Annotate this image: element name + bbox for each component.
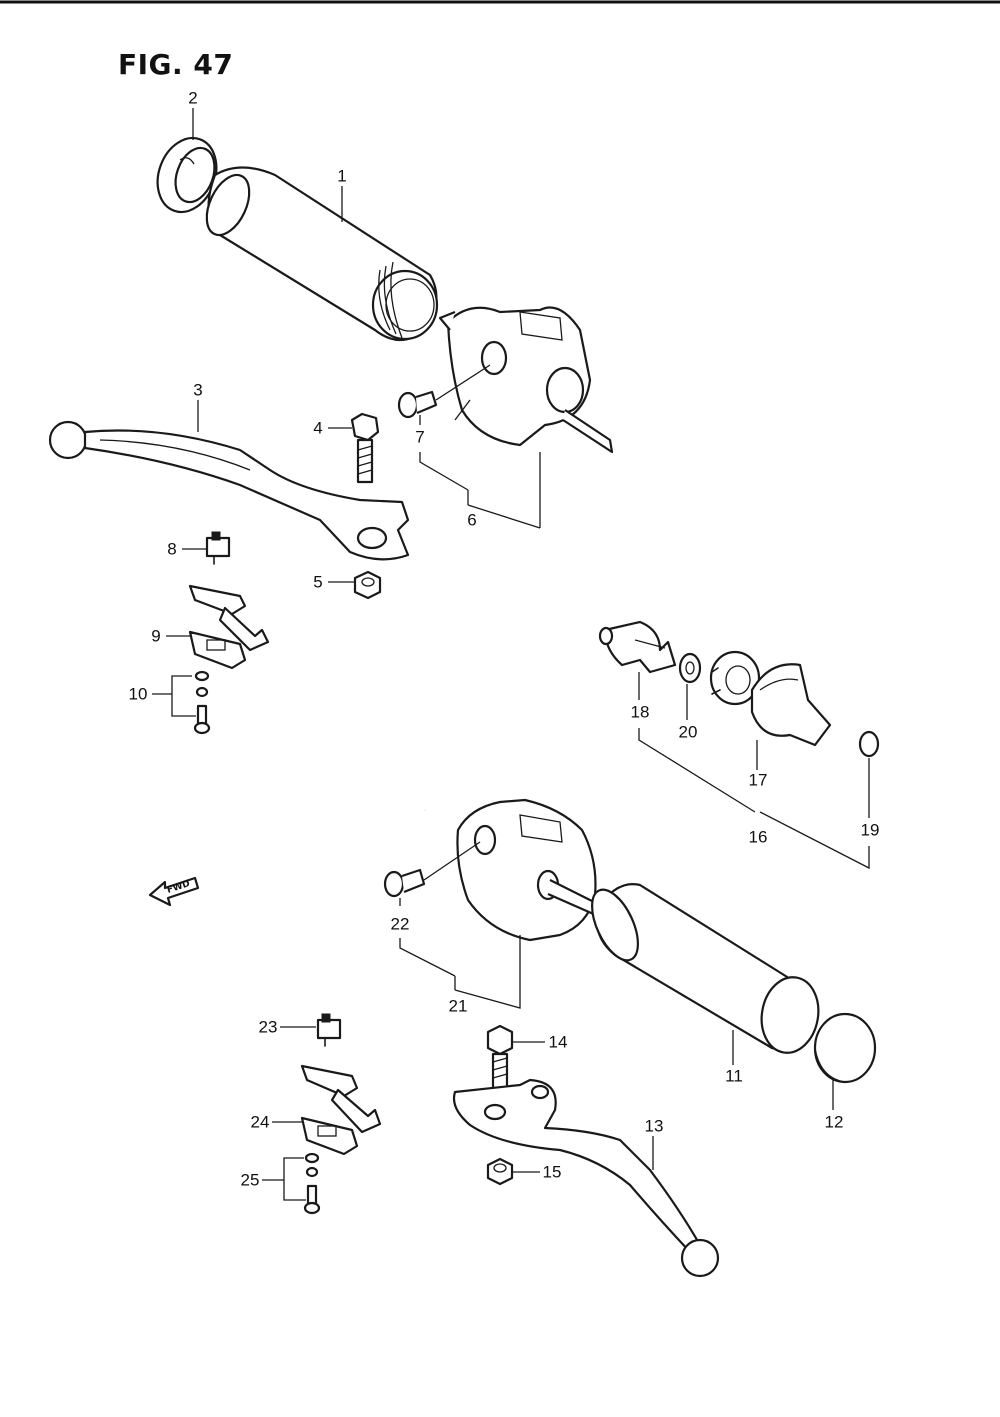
fwd-arrow-icon: FWD — [148, 876, 200, 907]
callout-21: 21 — [448, 996, 468, 1016]
callout-10: 10 — [128, 684, 148, 704]
callout-15: 15 — [542, 1162, 562, 1182]
part-6-left-switch-housing — [438, 306, 614, 454]
part-21-right-switch-housing — [422, 798, 604, 942]
part-18-throttle-housing — [598, 620, 677, 674]
figure-title: FIG. 47 — [118, 48, 234, 81]
part-5-nut — [353, 570, 382, 600]
part-25-screws — [303, 1152, 321, 1215]
part-12-end-cap — [813, 1012, 877, 1084]
part-11-right-grip — [591, 883, 820, 1054]
callout-1: 1 — [337, 166, 347, 186]
callout-14: 14 — [548, 1032, 568, 1052]
part-14-bolt — [486, 1024, 514, 1092]
part-19-screw — [828, 718, 880, 758]
callout-8: 8 — [167, 539, 177, 559]
part-4-bolt — [350, 412, 380, 484]
callout-2: 2 — [188, 88, 198, 108]
callout-25: 25 — [240, 1170, 260, 1190]
callout-3: 3 — [193, 380, 203, 400]
callout-11: 11 — [725, 1066, 743, 1086]
callout-9: 9 — [151, 626, 161, 646]
callout-5: 5 — [313, 572, 323, 592]
callout-6: 6 — [467, 510, 477, 530]
part-13-right-lever — [452, 1078, 720, 1278]
callout-19: 19 — [860, 820, 880, 840]
part-17-cover — [750, 663, 832, 747]
part-1-left-grip — [205, 166, 439, 342]
part-20-washer — [678, 652, 702, 684]
callout-24: 24 — [250, 1112, 270, 1132]
part-15-nut — [486, 1157, 514, 1186]
part-10-screws — [193, 670, 211, 735]
callout-13: 13 — [644, 1116, 664, 1136]
part-23-switch — [316, 1013, 342, 1047]
part-3-left-lever — [48, 420, 410, 561]
part-throttle-pulley — [709, 650, 761, 706]
callout-23: 23 — [258, 1017, 278, 1037]
callout-17: 17 — [748, 770, 768, 790]
leader-lines — [152, 108, 870, 1201]
callout-18: 18 — [630, 702, 650, 722]
part-24-switch-plate — [300, 1064, 382, 1156]
part-22-screw — [383, 841, 481, 898]
callout-12: 12 — [824, 1112, 844, 1132]
callout-16: 16 — [748, 827, 768, 847]
callout-20: 20 — [678, 722, 698, 742]
part-7-screw — [397, 364, 491, 419]
part-8-switch — [205, 531, 231, 565]
part-9-switch-plate — [188, 584, 270, 670]
callout-4: 4 — [313, 418, 323, 438]
callout-7: 7 — [415, 427, 425, 447]
callout-22: 22 — [390, 914, 410, 934]
